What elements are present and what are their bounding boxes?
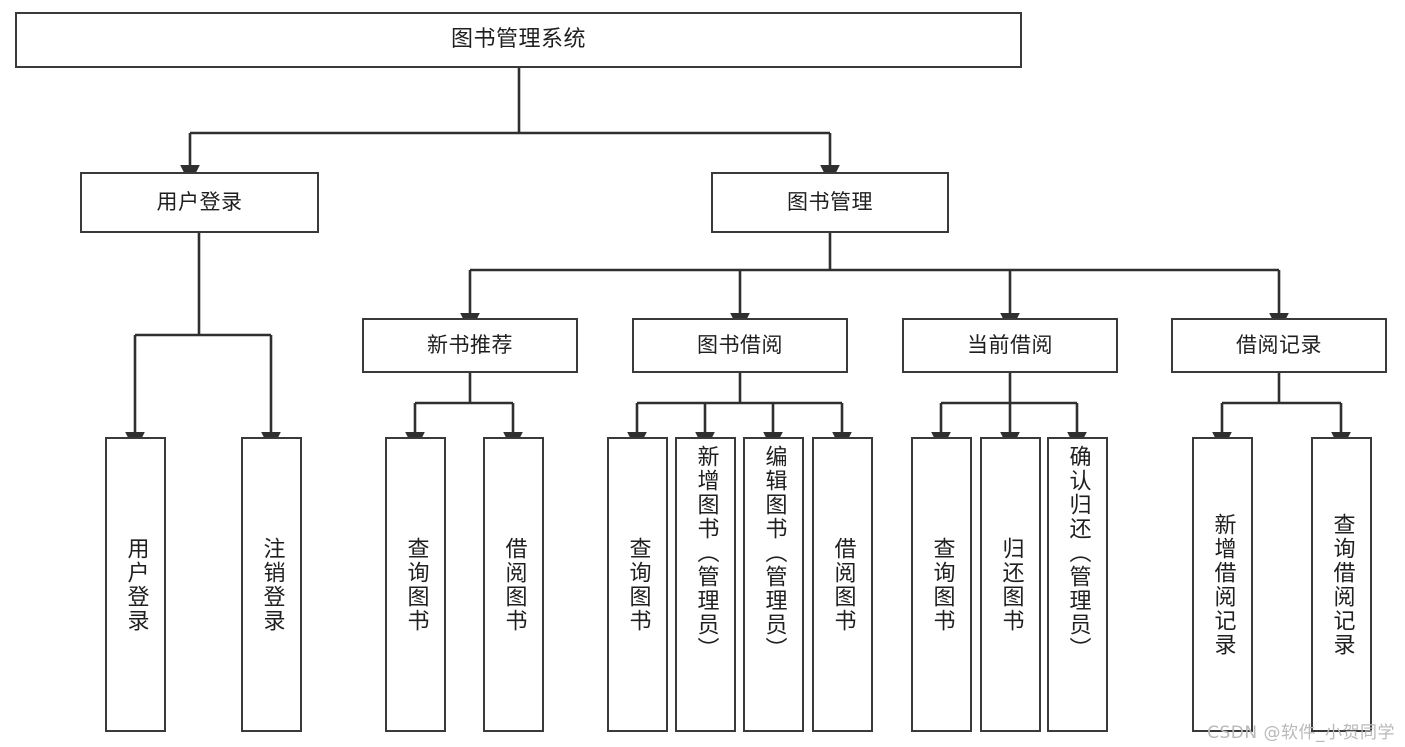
node-borrowing-record[interactable]: 借阅记录 [1171, 318, 1387, 373]
node-label: 借阅图书 [501, 536, 527, 633]
node-root-book-management-system[interactable]: 图书管理系统 [15, 12, 1022, 68]
leaf-book-borrow-add-book-admin[interactable]: 新增图书（管理员） [675, 437, 736, 732]
leaf-book-borrow-edit-book-admin[interactable]: 编辑图书（管理员） [743, 437, 804, 732]
node-label: 归还图书 [998, 536, 1024, 633]
node-label: 用户登录 [123, 536, 149, 633]
node-new-book-recommendation[interactable]: 新书推荐 [362, 318, 578, 373]
leaf-borrow-record-add-record[interactable]: 新增借阅记录 [1192, 437, 1253, 732]
node-book-management[interactable]: 图书管理 [711, 172, 949, 233]
node-label: 图书借阅 [697, 332, 783, 357]
leaf-book-borrow-query-book[interactable]: 查询图书 [607, 437, 668, 732]
leaf-current-borrow-return-book[interactable]: 归还图书 [980, 437, 1041, 732]
node-label: 查询图书 [403, 536, 429, 633]
leaf-borrow-record-query-record[interactable]: 查询借阅记录 [1311, 437, 1372, 732]
leaf-user-login-login[interactable]: 用户登录 [105, 437, 166, 732]
node-label: 查询图书 [929, 536, 955, 633]
node-label: 编辑图书（管理员） [761, 445, 787, 661]
leaf-current-borrow-query-book[interactable]: 查询图书 [911, 437, 972, 732]
watermark: CSDN @软件_小贺同学 [1207, 723, 1395, 743]
node-label: 新书推荐 [427, 332, 513, 357]
leaf-new-book-query-book[interactable]: 查询图书 [385, 437, 446, 732]
leaf-book-borrow-borrow-book[interactable]: 借阅图书 [812, 437, 873, 732]
node-label: 查询图书 [625, 536, 651, 633]
leaf-current-borrow-confirm-return-admin[interactable]: 确认归还（管理员） [1047, 437, 1108, 732]
node-label: 注销登录 [259, 536, 285, 633]
node-label: 图书管理系统 [450, 26, 586, 52]
node-current-borrowing[interactable]: 当前借阅 [902, 318, 1118, 373]
node-book-borrowing[interactable]: 图书借阅 [632, 318, 848, 373]
leaf-new-book-borrow-book[interactable]: 借阅图书 [483, 437, 544, 732]
node-label: 借阅记录 [1236, 332, 1322, 357]
node-label: 图书管理 [787, 189, 873, 214]
node-label: 用户登录 [156, 189, 243, 214]
node-label: 当前借阅 [967, 332, 1053, 357]
node-label: 借阅图书 [830, 536, 856, 633]
node-user-login[interactable]: 用户登录 [80, 172, 319, 233]
node-label: 新增借阅记录 [1210, 512, 1236, 657]
leaf-user-login-logout[interactable]: 注销登录 [241, 437, 302, 732]
node-label: 确认归还（管理员） [1065, 445, 1091, 661]
node-label: 查询借阅记录 [1329, 512, 1355, 657]
node-label: 新增图书（管理员） [693, 445, 719, 661]
